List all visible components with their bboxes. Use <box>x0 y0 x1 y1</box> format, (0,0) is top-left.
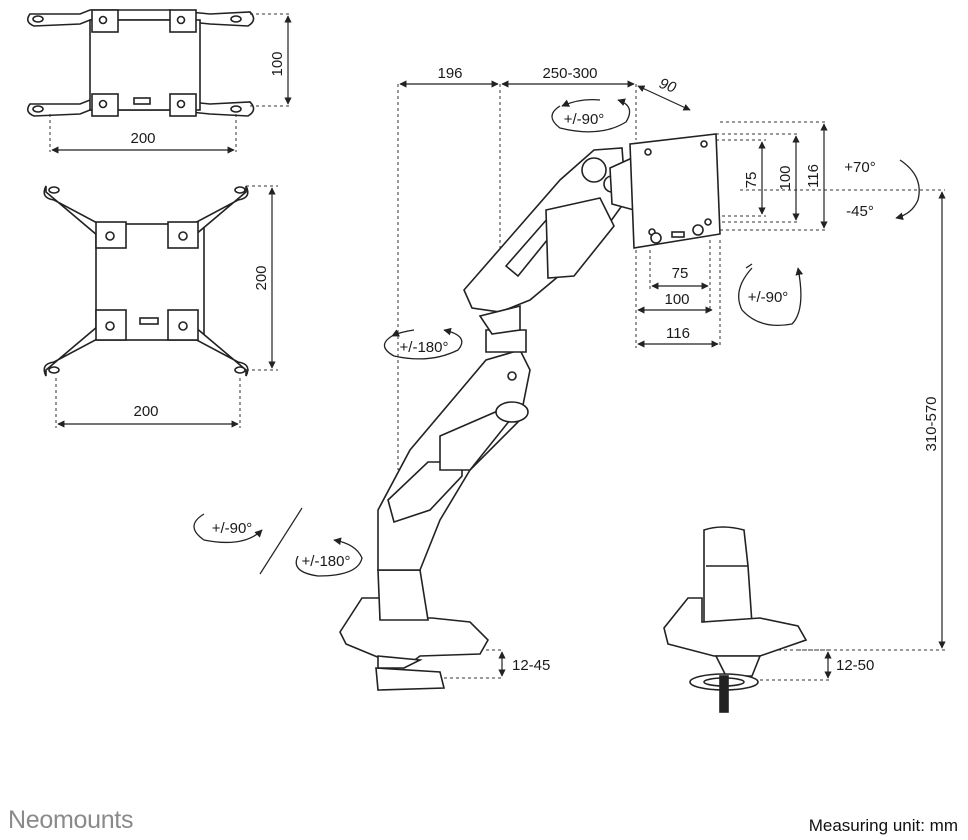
large-plate-width-label: 200 <box>133 403 158 420</box>
grommet-base <box>663 526 808 713</box>
small-plate-height-label: 100 <box>269 51 286 76</box>
large-plate-dimension-lines <box>57 187 276 428</box>
brand-logo-text: Neomounts <box>8 806 134 834</box>
height-range-label: 310-570 <box>923 396 940 451</box>
swivel-mid-label: +/-180° <box>400 339 449 356</box>
reach-upper-label: 250-300 <box>542 65 597 82</box>
swivel-base-2-label: +/-180° <box>302 553 351 570</box>
rotation-arrows <box>193 98 920 577</box>
monitor-arm <box>339 133 721 691</box>
vesa-v75-label: 75 <box>743 172 760 189</box>
vesa-h100-label: 100 <box>664 291 689 308</box>
swivel-base-label: +/-90° <box>212 520 253 537</box>
vesa-v100-label: 100 <box>777 165 794 190</box>
small-plate-dimension-lines <box>51 15 292 154</box>
grommet-range-label: 12-50 <box>836 657 874 674</box>
swivel-head-label: +/-90° <box>564 111 605 128</box>
rotate-screen-label: +/-90° <box>748 289 789 306</box>
measuring-unit-note: Measuring unit: mm <box>808 816 958 835</box>
arm-dimension-lines <box>259 80 946 679</box>
vesa-h75-label: 75 <box>672 265 689 282</box>
depth-label: 90 <box>657 75 679 97</box>
tilt-up-label: +70° <box>844 159 875 176</box>
clamp-range-label: 12-45 <box>512 657 550 674</box>
large-vesa-plate <box>43 185 249 377</box>
large-plate-height-label: 200 <box>253 265 270 290</box>
vesa-h116-label: 116 <box>666 325 690 342</box>
tilt-down-label: -45° <box>846 203 874 220</box>
small-plate-width-label: 200 <box>130 130 155 147</box>
small-vesa-plate <box>26 9 255 117</box>
reach-lower-label: 196 <box>437 65 462 82</box>
vesa-v116-label: 116 <box>805 164 822 188</box>
